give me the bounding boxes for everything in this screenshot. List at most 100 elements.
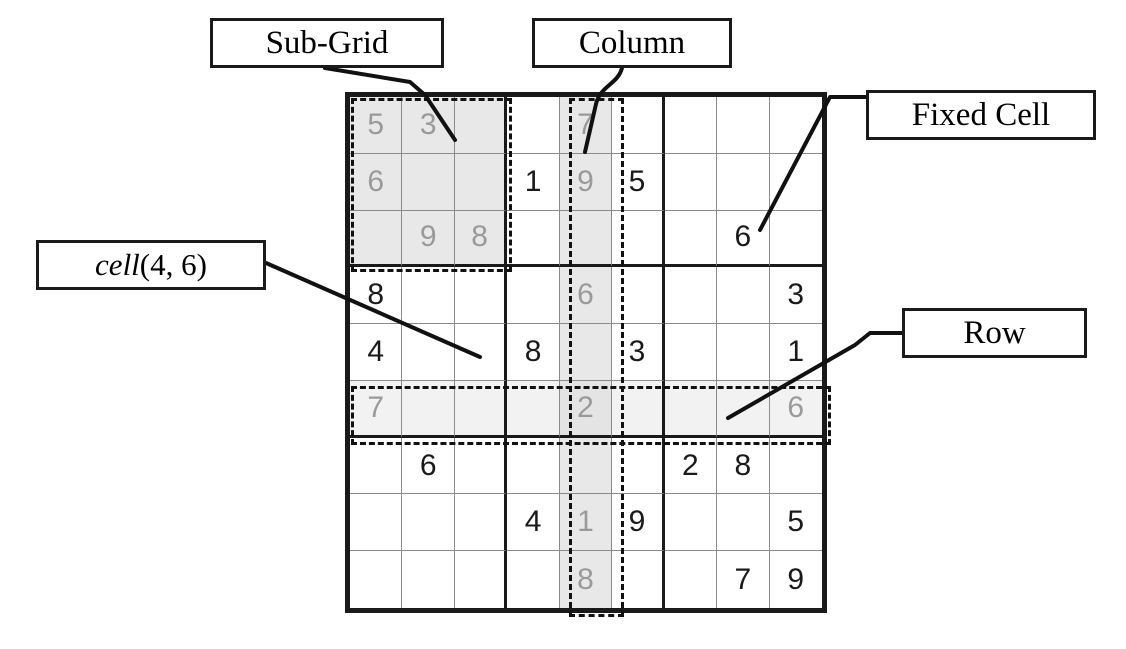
sudoku-cell-r9-c4[interactable] (507, 551, 560, 608)
sudoku-cell-r4-c1[interactable]: 8 (350, 267, 403, 325)
sudoku-cell-r2-c2[interactable] (402, 153, 455, 211)
sudoku-cell-r2-c5[interactable]: 9 (559, 153, 613, 211)
sudoku-cell-r8-c8[interactable] (717, 494, 770, 552)
sudoku-cell-r6-c3[interactable] (454, 380, 508, 438)
sudoku-cell-r7-c9[interactable] (769, 438, 822, 495)
sudoku-cell-r1-c5[interactable]: 7 (559, 97, 613, 154)
sudoku-cell-r1-c1[interactable]: 5 (350, 97, 403, 154)
sudoku-cell-r5-c1[interactable]: 4 (350, 324, 403, 381)
sudoku-digit: 5 (367, 107, 385, 141)
sudoku-cell-r7-c8[interactable]: 8 (717, 437, 770, 495)
sudoku-cell-r2-c9[interactable] (769, 154, 822, 211)
sudoku-digit: 5 (787, 505, 805, 539)
sudoku-cell-r9-c6[interactable] (612, 551, 665, 608)
sudoku-cell-r2-c4[interactable]: 1 (507, 153, 560, 211)
sudoku-cell-r3-c6[interactable] (612, 210, 665, 268)
sudoku-cell-r6-c5[interactable]: 2 (559, 380, 613, 438)
sudoku-cell-r2-c6[interactable]: 5 (612, 153, 665, 211)
sudoku-cell-r6-c4[interactable] (507, 380, 560, 438)
sudoku-digit: 9 (419, 220, 437, 254)
sudoku-cell-r4-c6[interactable] (612, 267, 665, 325)
sudoku-cell-r7-c7[interactable]: 2 (664, 437, 718, 495)
sudoku-digit: 2 (577, 390, 594, 424)
callout-row: Row (902, 308, 1087, 358)
sudoku-cell-r5-c9[interactable]: 1 (769, 324, 822, 381)
sudoku-cell-r1-c6[interactable] (612, 97, 665, 154)
sudoku-cell-r8-c1[interactable] (350, 494, 403, 552)
sudoku-cell-r7-c1[interactable] (350, 437, 403, 495)
sudoku-cell-r5-c4[interactable]: 8 (507, 324, 560, 381)
sudoku-cell-r5-c2[interactable] (402, 324, 455, 381)
sudoku-digit: 4 (524, 505, 542, 539)
sudoku-digit: 8 (577, 562, 594, 596)
sudoku-cell-r9-c1[interactable] (350, 551, 403, 608)
sudoku-cell-r5-c5[interactable] (559, 324, 613, 381)
sudoku-cell-r9-c9[interactable]: 9 (770, 551, 822, 608)
callout-sub-grid: Sub-Grid (210, 18, 444, 68)
sudoku-cell-r4-c7[interactable] (664, 267, 718, 325)
sudoku-digit: 9 (787, 562, 805, 596)
sudoku-cell-r3-c1[interactable] (350, 210, 403, 268)
sudoku-digit: 7 (734, 562, 752, 596)
sudoku-cell-r3-c3[interactable]: 8 (454, 210, 508, 268)
sudoku-cell-r2-c3[interactable] (454, 153, 508, 211)
sudoku-digit: 6 (577, 278, 594, 312)
sudoku-cell-r4-c4[interactable] (507, 267, 560, 325)
sudoku-cell-r5-c3[interactable] (454, 324, 508, 381)
sudoku-cell-r4-c8[interactable] (717, 267, 770, 325)
sudoku-cell-r8-c2[interactable] (402, 494, 455, 552)
sudoku-cell-r1-c4[interactable] (507, 97, 560, 154)
sudoku-cell-r3-c2[interactable]: 9 (402, 210, 455, 268)
sudoku-cell-r6-c9[interactable]: 6 (769, 380, 822, 438)
sudoku-cell-r9-c7[interactable] (665, 551, 718, 608)
sudoku-digit: 6 (787, 390, 805, 424)
sudoku-cell-r8-c7[interactable] (664, 494, 718, 552)
sudoku-cell-r2-c7[interactable] (664, 153, 718, 211)
sudoku-cell-r5-c6[interactable]: 3 (612, 324, 665, 381)
sudoku-cell-r3-c8[interactable]: 6 (717, 210, 770, 268)
sudoku-cell-r6-c6[interactable] (612, 380, 665, 438)
sudoku-cell-r4-c2[interactable] (402, 267, 455, 325)
sudoku-cell-r7-c4[interactable] (507, 437, 560, 495)
sudoku-cell-r6-c2[interactable] (402, 380, 455, 438)
sudoku-cell-r9-c3[interactable] (455, 551, 508, 608)
sudoku-cell-r8-c9[interactable]: 5 (769, 494, 822, 552)
sudoku-cell-r3-c5[interactable] (559, 210, 613, 268)
sudoku-cell-r7-c6[interactable] (612, 437, 665, 495)
sudoku-cell-r7-c2[interactable]: 6 (402, 437, 455, 495)
sudoku-cell-r8-c3[interactable] (454, 494, 508, 552)
sudoku-cell-r6-c1[interactable]: 7 (350, 380, 403, 438)
sudoku-cell-r8-c5[interactable]: 1 (559, 494, 613, 552)
sudoku-cell-r7-c3[interactable] (454, 437, 508, 495)
sudoku-cell-r6-c7[interactable] (664, 380, 718, 438)
sudoku-cell-r8-c6[interactable]: 9 (612, 494, 665, 552)
sudoku-cell-r4-c5[interactable]: 6 (559, 267, 613, 325)
sudoku-cell-r8-c4[interactable]: 4 (507, 494, 560, 552)
sudoku-cell-r4-c3[interactable] (454, 267, 508, 325)
callout-cell-coordinate: cell (4, 6) (36, 240, 266, 290)
callout-cell-label-italic: cell (95, 247, 140, 282)
callout-column-label: Column (578, 24, 686, 61)
sudoku-cell-r5-c8[interactable] (717, 324, 770, 381)
sudoku-cell-r2-c8[interactable] (717, 153, 770, 211)
sudoku-digit: 9 (577, 164, 594, 198)
sudoku-cell-r1-c2[interactable]: 3 (402, 97, 455, 154)
sudoku-cell-r9-c8[interactable]: 7 (717, 551, 770, 608)
sudoku-cell-r1-c3[interactable] (454, 97, 508, 154)
sudoku-cell-r9-c2[interactable] (402, 551, 455, 608)
sudoku-cell-r7-c5[interactable] (559, 437, 613, 495)
sudoku-cell-r3-c9[interactable] (769, 211, 822, 268)
sudoku-cell-r9-c5[interactable]: 8 (559, 551, 613, 608)
sudoku-cell-r5-c7[interactable] (664, 324, 718, 381)
sudoku-cell-r6-c8[interactable] (717, 380, 770, 438)
sudoku-cell-r1-c7[interactable] (664, 97, 718, 154)
sudoku-cell-r3-c4[interactable] (507, 210, 560, 268)
sudoku-cell-r2-c1[interactable]: 6 (350, 153, 403, 211)
callout-column: Column (532, 18, 732, 68)
sudoku-cell-r3-c7[interactable] (664, 210, 718, 268)
sudoku-digit: 7 (367, 390, 385, 424)
sudoku-cell-r1-c8[interactable] (717, 97, 770, 154)
sudoku-cell-r4-c9[interactable]: 3 (769, 267, 822, 325)
sudoku-cell-r1-c9[interactable] (769, 97, 822, 154)
